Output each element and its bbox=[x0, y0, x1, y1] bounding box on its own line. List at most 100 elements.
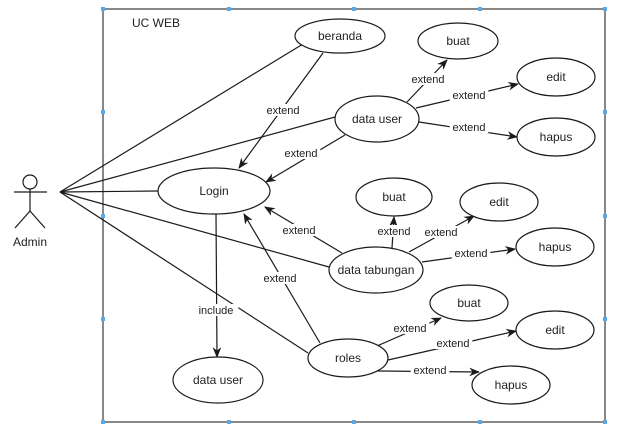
use-case-label: edit bbox=[546, 70, 566, 84]
edge-label-bg bbox=[408, 73, 448, 85]
include-relation-login-to-data_user2[interactable] bbox=[212, 213, 222, 359]
edge-label-extend: extend bbox=[263, 273, 296, 285]
use-case-ellipse[interactable] bbox=[328, 246, 424, 294]
edge-label-bg bbox=[390, 322, 430, 334]
edge-label-extend: extend bbox=[424, 227, 457, 239]
association-roles[interactable] bbox=[59, 191, 309, 354]
resize-handle[interactable] bbox=[101, 420, 105, 424]
use-case-edit3[interactable]: edit bbox=[515, 310, 595, 350]
actor-label: Admin bbox=[13, 235, 47, 249]
use-case-ellipse[interactable] bbox=[515, 227, 595, 267]
edge-label-bg bbox=[279, 224, 319, 236]
use-case-ellipse[interactable] bbox=[294, 18, 386, 54]
use-case-ellipse[interactable] bbox=[516, 57, 596, 97]
use-case-data-tabungan[interactable]: data tabungan bbox=[328, 246, 424, 294]
edge-label-extend: extend bbox=[266, 105, 299, 117]
association-beranda[interactable] bbox=[59, 43, 304, 193]
use-case-beranda[interactable]: beranda bbox=[294, 18, 386, 54]
resize-handle[interactable] bbox=[352, 420, 356, 424]
resize-handle[interactable] bbox=[603, 7, 607, 11]
resize-handle[interactable] bbox=[603, 110, 607, 114]
use-case-buat2[interactable]: buat bbox=[355, 177, 433, 217]
use-case-ellipse[interactable] bbox=[172, 356, 264, 404]
use-case-ellipse[interactable] bbox=[516, 117, 596, 157]
use-case-ellipse[interactable] bbox=[417, 22, 499, 60]
resize-handle[interactable] bbox=[101, 110, 105, 114]
use-case-ellipse[interactable] bbox=[429, 284, 509, 322]
edge-label-bg bbox=[410, 364, 450, 376]
edge-label-extend: extend bbox=[282, 225, 315, 237]
selection-handles bbox=[101, 7, 607, 424]
use-case-hapus2[interactable]: hapus bbox=[515, 227, 595, 267]
use-case-ellipse[interactable] bbox=[515, 310, 595, 350]
use-case-label: roles bbox=[335, 351, 361, 365]
actor-admin[interactable]: Admin bbox=[13, 174, 47, 249]
use-case-label: hapus bbox=[540, 130, 573, 144]
resize-handle[interactable] bbox=[603, 214, 607, 218]
use-case-roles[interactable]: roles bbox=[307, 338, 389, 378]
use-case-label: beranda bbox=[318, 29, 362, 43]
use-case-label: buat bbox=[382, 190, 406, 204]
edge-label-extend: extend bbox=[436, 338, 469, 350]
use-case-ellipse[interactable] bbox=[459, 182, 539, 222]
resize-handle[interactable] bbox=[603, 420, 607, 424]
use-case-login[interactable]: Login bbox=[157, 167, 271, 215]
use-case-label: data user bbox=[352, 112, 402, 126]
resize-handle[interactable] bbox=[227, 7, 231, 11]
edge-label-bg bbox=[449, 89, 489, 101]
association-data_tabungan[interactable] bbox=[59, 191, 330, 268]
resize-handle[interactable] bbox=[101, 317, 105, 321]
use-case-edit2[interactable]: edit bbox=[459, 182, 539, 222]
edge-label-include: include bbox=[199, 305, 234, 317]
use-case-ellipse[interactable] bbox=[471, 365, 551, 405]
edge-label-extend: extend bbox=[284, 148, 317, 160]
edge-label-bg bbox=[451, 247, 491, 259]
edge-label-bg bbox=[421, 226, 461, 238]
resize-handle[interactable] bbox=[478, 420, 482, 424]
use-case-buat3[interactable]: buat bbox=[429, 284, 509, 322]
use-case-ellipse[interactable] bbox=[334, 95, 420, 143]
edge-label-extend: extend bbox=[452, 122, 485, 134]
use-case-buat1[interactable]: buat bbox=[417, 22, 499, 60]
actor-head bbox=[22, 174, 38, 190]
resize-handle[interactable] bbox=[478, 7, 482, 11]
resize-handle[interactable] bbox=[352, 7, 356, 11]
edge-label-bg bbox=[449, 121, 489, 133]
edge-label-extend: extend bbox=[413, 365, 446, 377]
use-case-ellipse[interactable] bbox=[157, 167, 271, 215]
actor-left-leg bbox=[14, 210, 31, 229]
use-case-label: edit bbox=[545, 323, 565, 337]
system-boundary[interactable]: UC WEB bbox=[101, 7, 607, 424]
edge-label-bg bbox=[193, 304, 239, 316]
use-case-label: hapus bbox=[539, 240, 572, 254]
edge-label-extend: extend bbox=[377, 226, 410, 238]
use-case-label: data user bbox=[193, 373, 243, 387]
resize-handle[interactable] bbox=[101, 214, 105, 218]
resize-handle[interactable] bbox=[101, 7, 105, 11]
edge-label-extend: extend bbox=[454, 248, 487, 260]
association-data_user[interactable] bbox=[59, 116, 336, 193]
actor-right-leg bbox=[29, 210, 46, 229]
use-case-data-user2[interactable]: data user bbox=[172, 356, 264, 404]
use-case-edit1[interactable]: edit bbox=[516, 57, 596, 97]
use-case-hapus1[interactable]: hapus bbox=[516, 117, 596, 157]
edge-label-bg bbox=[263, 104, 303, 116]
system-boundary-title: UC WEB bbox=[132, 16, 180, 30]
use-case-label: buat bbox=[457, 296, 481, 310]
resize-handle[interactable] bbox=[603, 317, 607, 321]
edge-labels: extend extend extend extend extend extend exte… bbox=[193, 73, 491, 377]
association-login[interactable] bbox=[59, 190, 159, 193]
use-case-label: Login bbox=[199, 184, 228, 198]
use-case-label: hapus bbox=[495, 378, 528, 392]
resize-handle[interactable] bbox=[227, 420, 231, 424]
edge-label-bg bbox=[433, 337, 473, 349]
use-case-data-user[interactable]: data user bbox=[334, 95, 420, 143]
association-lines bbox=[59, 43, 336, 354]
use-case-hapus3[interactable]: hapus bbox=[471, 365, 551, 405]
use-case-label: data tabungan bbox=[338, 263, 415, 277]
edge-label-bg bbox=[260, 272, 300, 284]
use-case-ellipse[interactable] bbox=[355, 177, 433, 217]
use-case-ellipse[interactable] bbox=[307, 338, 389, 378]
edge-label-extend: extend bbox=[411, 74, 444, 86]
